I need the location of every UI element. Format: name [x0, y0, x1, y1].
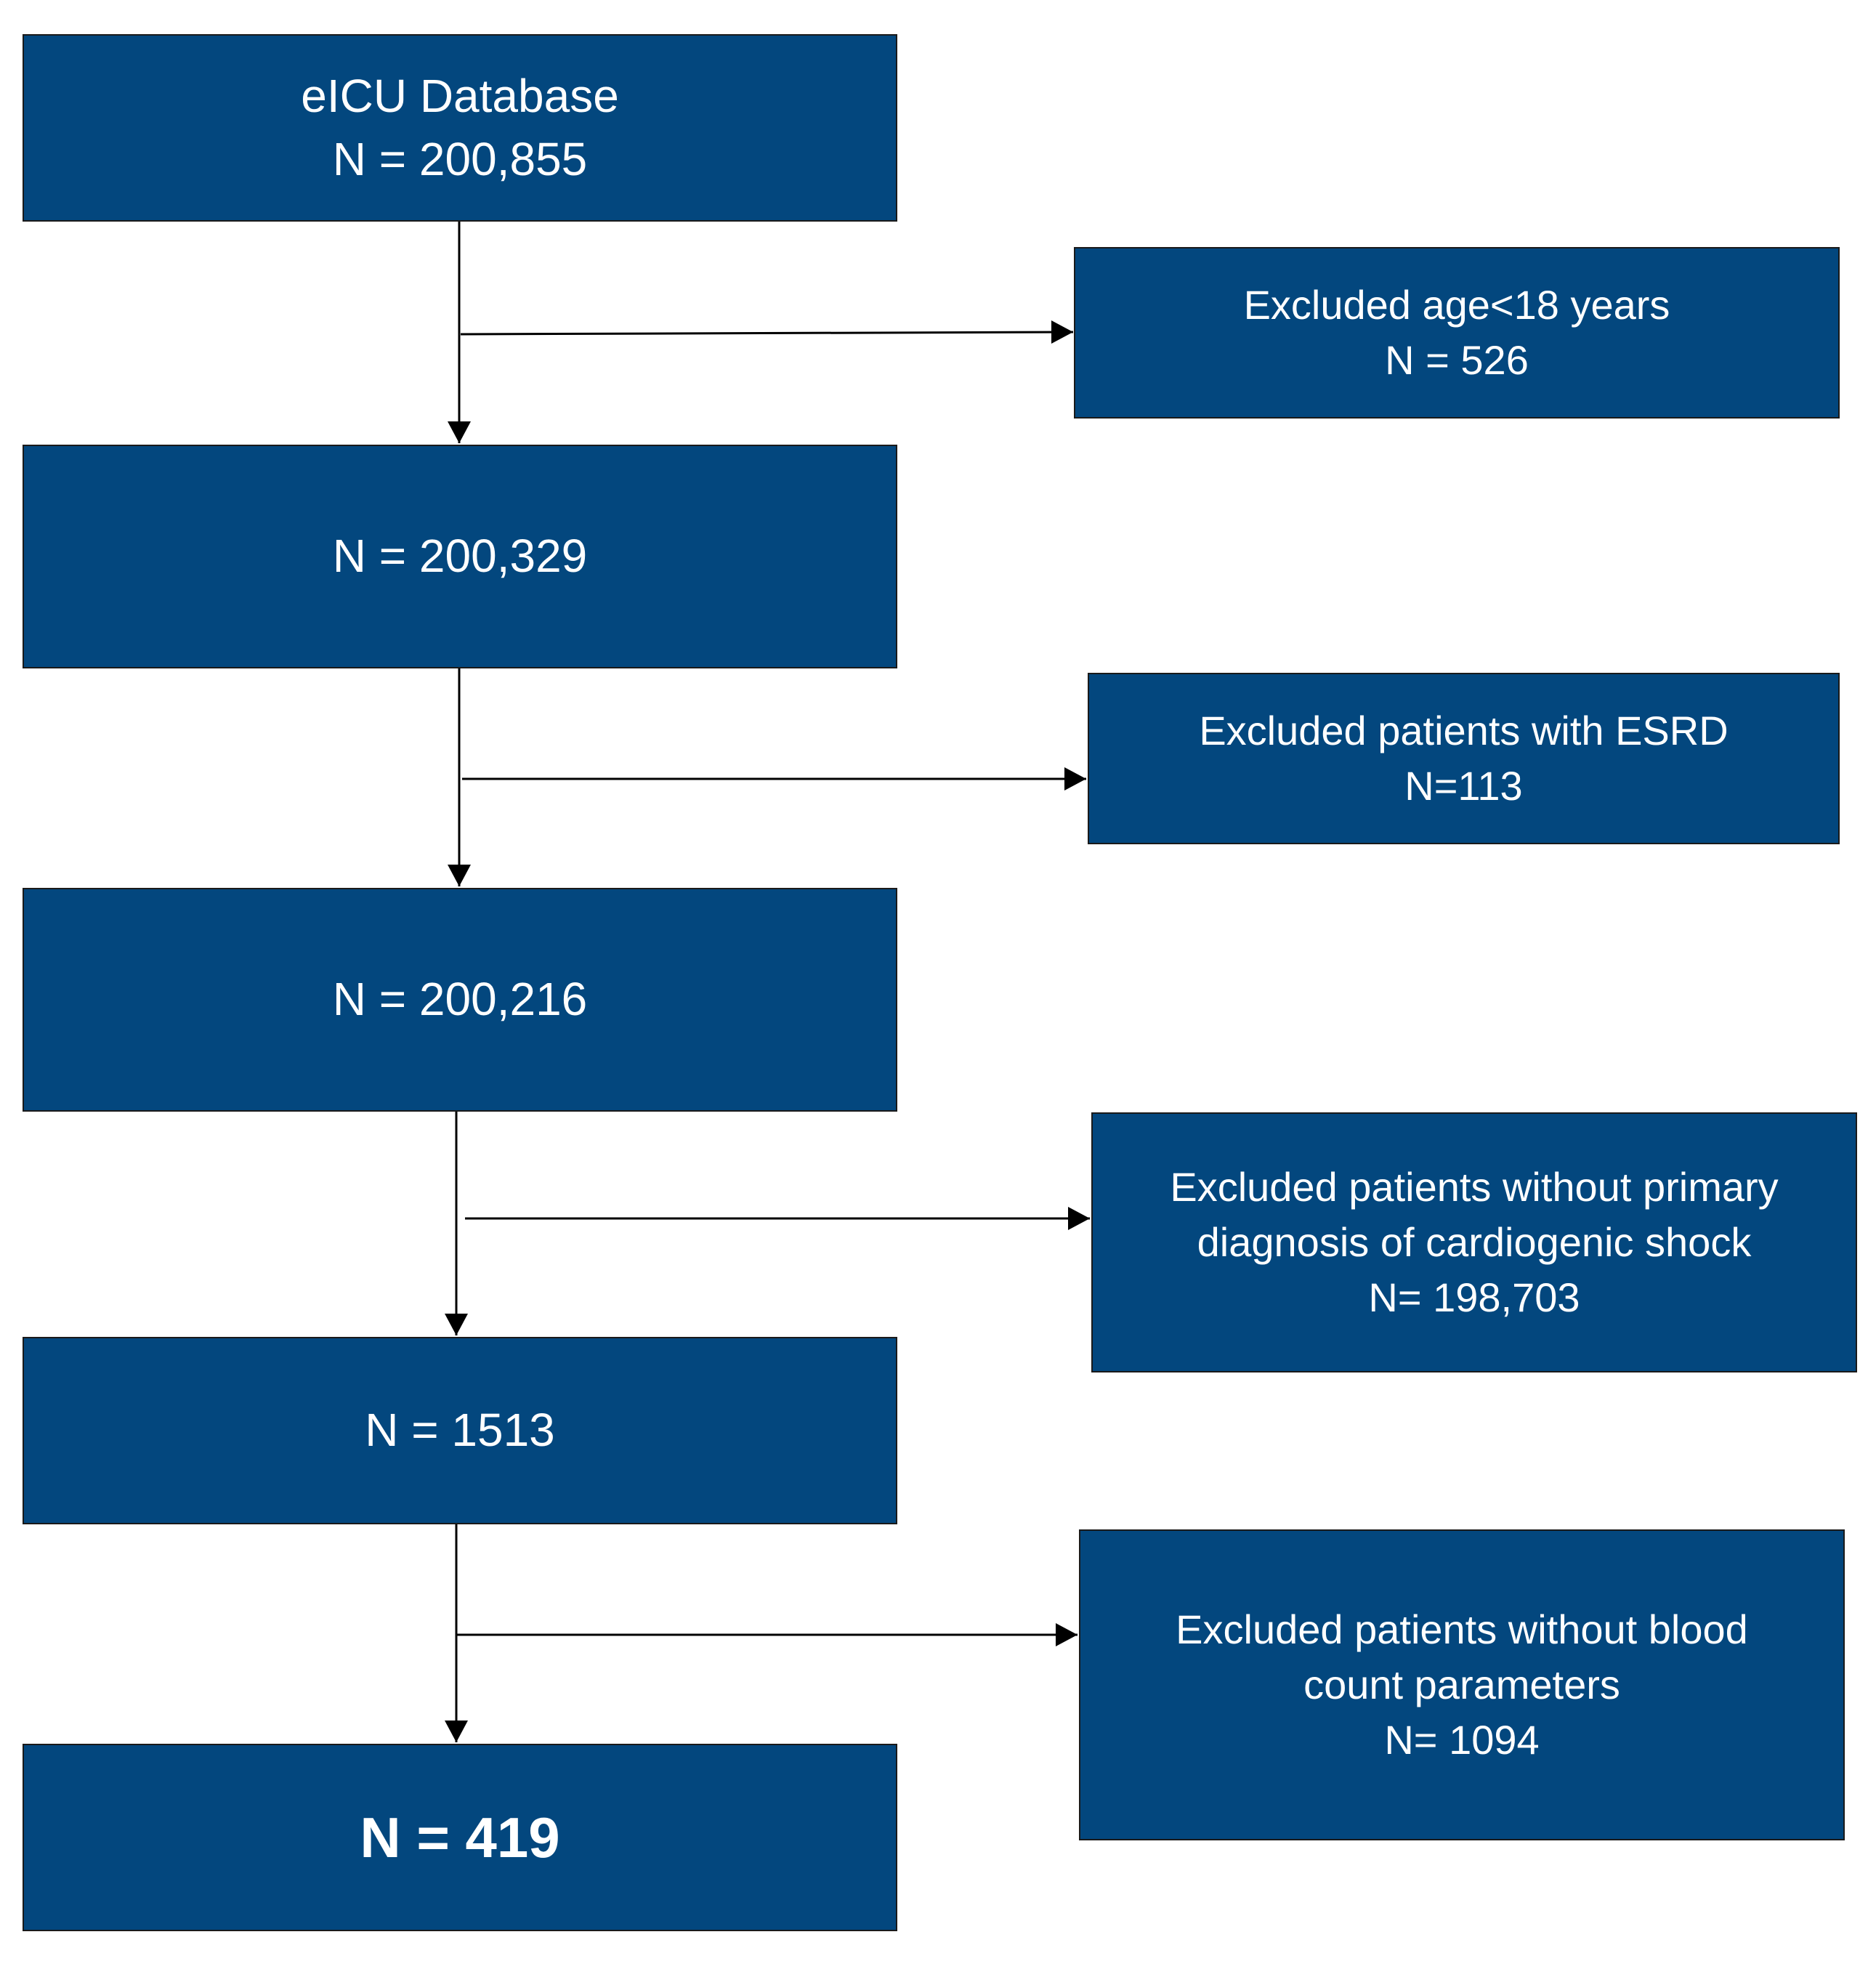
box-exclusion-no-blood-count: Excluded patients without blood count pa…: [1079, 1529, 1845, 1840]
exclusion-label-line-2: count parameters: [1303, 1661, 1620, 1707]
box-count: N = 1513: [365, 1404, 555, 1457]
arrowhead-step1: [448, 421, 471, 443]
box-exclusion-no-cardiogenic-shock: Excluded patients without primary diagno…: [1091, 1112, 1857, 1372]
exclusion-label-line-1: Excluded patients without blood: [1176, 1606, 1748, 1652]
box-exclusion-age: Excluded age<18 years N = 526: [1074, 247, 1840, 419]
box-after-age-exclusion: N = 200,329: [23, 445, 897, 668]
exclusion-label-line-2: diagnosis of cardiogenic shock: [1197, 1218, 1752, 1265]
arrowhead-final: [445, 1721, 468, 1742]
exclusion-label-line-1: Excluded patients without primary: [1170, 1163, 1779, 1210]
exclusion-label: Excluded age<18 years: [1243, 281, 1670, 328]
arrowhead-step2: [448, 865, 471, 886]
box-after-esrd-exclusion: N = 200,216: [23, 888, 897, 1112]
box-final-cohort: N = 419: [23, 1744, 897, 1931]
arrowhead-exclusion-2: [1064, 767, 1086, 791]
box-count: N = 200,855: [332, 133, 588, 185]
exclusion-count: N = 526: [1385, 337, 1529, 383]
arrowhead-step3: [445, 1314, 468, 1335]
box-title: eICU Database: [301, 69, 619, 122]
arrowhead-exclusion-3: [1068, 1207, 1090, 1230]
exclusion-count: N= 1094: [1384, 1717, 1540, 1763]
box-after-diagnosis-exclusion: N = 1513: [23, 1337, 897, 1524]
arrowhead-exclusion-4: [1056, 1623, 1078, 1646]
box-count: N = 200,329: [332, 530, 588, 583]
exclusion-count: N=113: [1404, 763, 1523, 809]
arrowhead-exclusion-1: [1051, 320, 1073, 344]
box-exclusion-esrd: Excluded patients with ESRD N=113: [1088, 673, 1840, 844]
arrow-exclusion-1: [460, 331, 1074, 336]
box-count: N = 419: [360, 1805, 560, 1869]
exclusion-count: N= 198,703: [1368, 1274, 1580, 1321]
exclusion-label: Excluded patients with ESRD: [1199, 707, 1729, 753]
box-count: N = 200,216: [332, 973, 588, 1026]
box-eicu-database: eICU Database N = 200,855: [23, 34, 897, 222]
